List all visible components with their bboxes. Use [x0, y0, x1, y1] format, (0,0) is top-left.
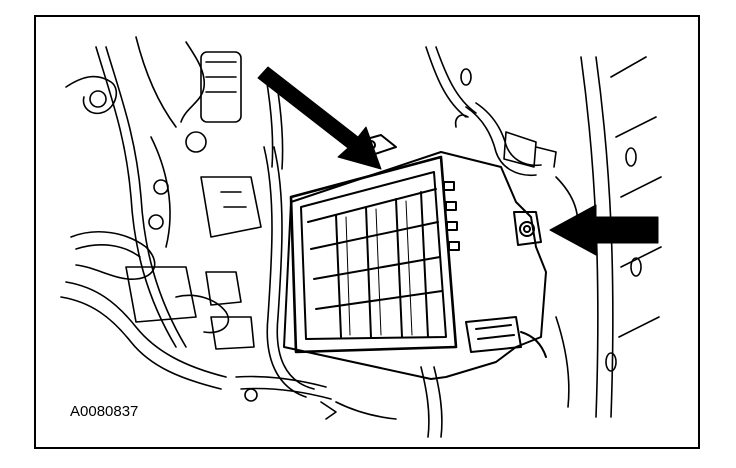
illustration-frame — [34, 15, 700, 449]
line-art-illustration — [60, 36, 662, 438]
arrow-pointer-icon — [549, 204, 659, 256]
center-cable — [263, 146, 315, 398]
arrow-pointer-icon — [257, 66, 382, 170]
engine-bay-lines-left — [60, 36, 337, 420]
engine-bay-lines-right — [335, 46, 662, 438]
module-assembly — [283, 134, 547, 380]
figure-id-label: A0080837 — [70, 403, 139, 420]
